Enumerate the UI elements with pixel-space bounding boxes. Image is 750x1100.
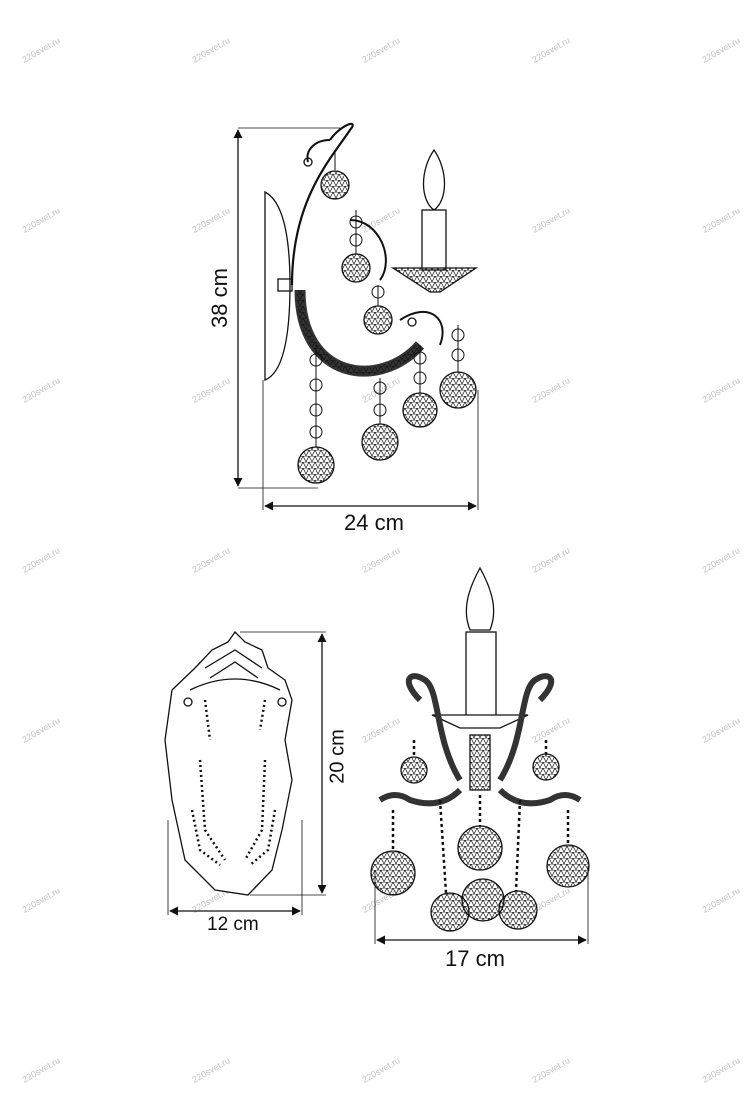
arm-scroll bbox=[290, 122, 354, 286]
bobeche bbox=[390, 267, 479, 293]
crystal-drops bbox=[297, 170, 477, 484]
front-width-label: 17 cm bbox=[445, 946, 505, 971]
backplate-height-label: 20 cm bbox=[326, 729, 349, 784]
backplate-width-label: 12 cm bbox=[207, 914, 259, 935]
backplate-bead-pattern bbox=[190, 699, 277, 866]
candle-flame bbox=[465, 566, 495, 631]
bead-chains bbox=[391, 740, 570, 894]
side-view bbox=[233, 122, 479, 511]
side-width-label: 24 cm bbox=[344, 510, 404, 535]
candle bbox=[465, 631, 497, 717]
arms bbox=[405, 673, 555, 782]
front-view bbox=[370, 566, 590, 945]
side-height-label: 38 cm bbox=[206, 268, 232, 328]
backplate-outline bbox=[164, 630, 293, 896]
backplate-view bbox=[164, 630, 327, 916]
candle bbox=[421, 209, 447, 271]
backplate bbox=[264, 190, 291, 381]
crystal-drops bbox=[370, 753, 590, 932]
bobeche bbox=[431, 714, 529, 729]
candle-flame bbox=[422, 148, 446, 211]
bead-chains bbox=[309, 150, 465, 447]
